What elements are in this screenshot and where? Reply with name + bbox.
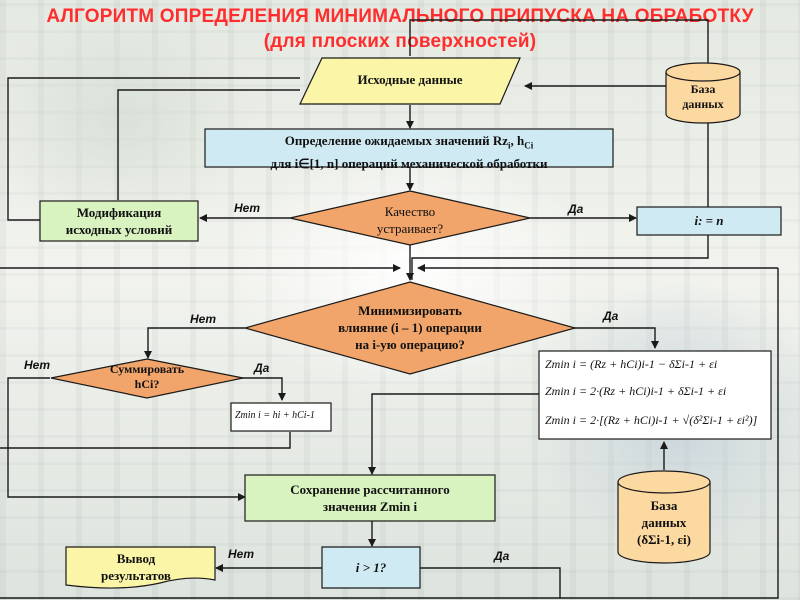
sum-decision-shape (50, 358, 244, 399)
page-subtitle: (для плоских поверхностей) (263, 31, 537, 52)
loop-right-middle (0, 268, 779, 599)
minimize-yes-label: Да (603, 309, 619, 323)
output-shape (65, 546, 216, 589)
condition-yes-line (420, 567, 561, 598)
condition-no-label: Нет (228, 547, 255, 561)
input-data-shape (299, 57, 521, 105)
database-top-shape (665, 62, 741, 124)
page-title: АЛГОРИТМ ОПРЕДЕЛЕНИЯ МИНИМАЛЬНОГО ПРИПУС… (46, 6, 754, 27)
save-shape (244, 474, 496, 522)
quality-decision-shape (289, 190, 531, 246)
sum-no-label: Нет (24, 358, 51, 372)
small-formula-to-save (0, 432, 291, 449)
assign-n-shape (636, 206, 782, 236)
minimize-no-line (144, 327, 245, 359)
condition-shape (321, 546, 421, 589)
modification-to-input (117, 89, 300, 200)
formula-small: Zmin i = hi + hCi-1 (235, 410, 315, 421)
loop-left-outer (7, 77, 300, 221)
loop-right-top (409, 19, 709, 208)
small-formula-shape (230, 402, 332, 432)
determination-shape (204, 128, 614, 168)
minimize-yes-line (570, 327, 659, 349)
formulas-shape (538, 350, 772, 440)
condition-yes-label: Да (494, 549, 510, 563)
formula-1: Zmin i = (Rz + hCi)i-1 − δΣi-1 + εi (545, 357, 718, 371)
sum-no-line (7, 377, 246, 501)
modification-shape (39, 200, 199, 242)
sum-yes-line (242, 377, 286, 401)
formula-2: Zmin i = 2·(Rz + hCi)i-1 + δΣi-1 + εi (545, 384, 727, 398)
minimize-no-label: Нет (190, 312, 217, 326)
database-bottom-shape (617, 470, 711, 564)
sum-yes-label: Да (254, 361, 270, 375)
minimize-decision-shape (242, 281, 578, 375)
formulas-to-save (368, 393, 540, 475)
assign-down (411, 235, 709, 280)
quality-yes-label: Да (568, 202, 584, 216)
formula-3: Zmin i = 2·[(Rz + hCi)i-1 + √(δ²Σi-1 + ε… (545, 413, 758, 427)
quality-no-label: Нет (234, 201, 261, 215)
